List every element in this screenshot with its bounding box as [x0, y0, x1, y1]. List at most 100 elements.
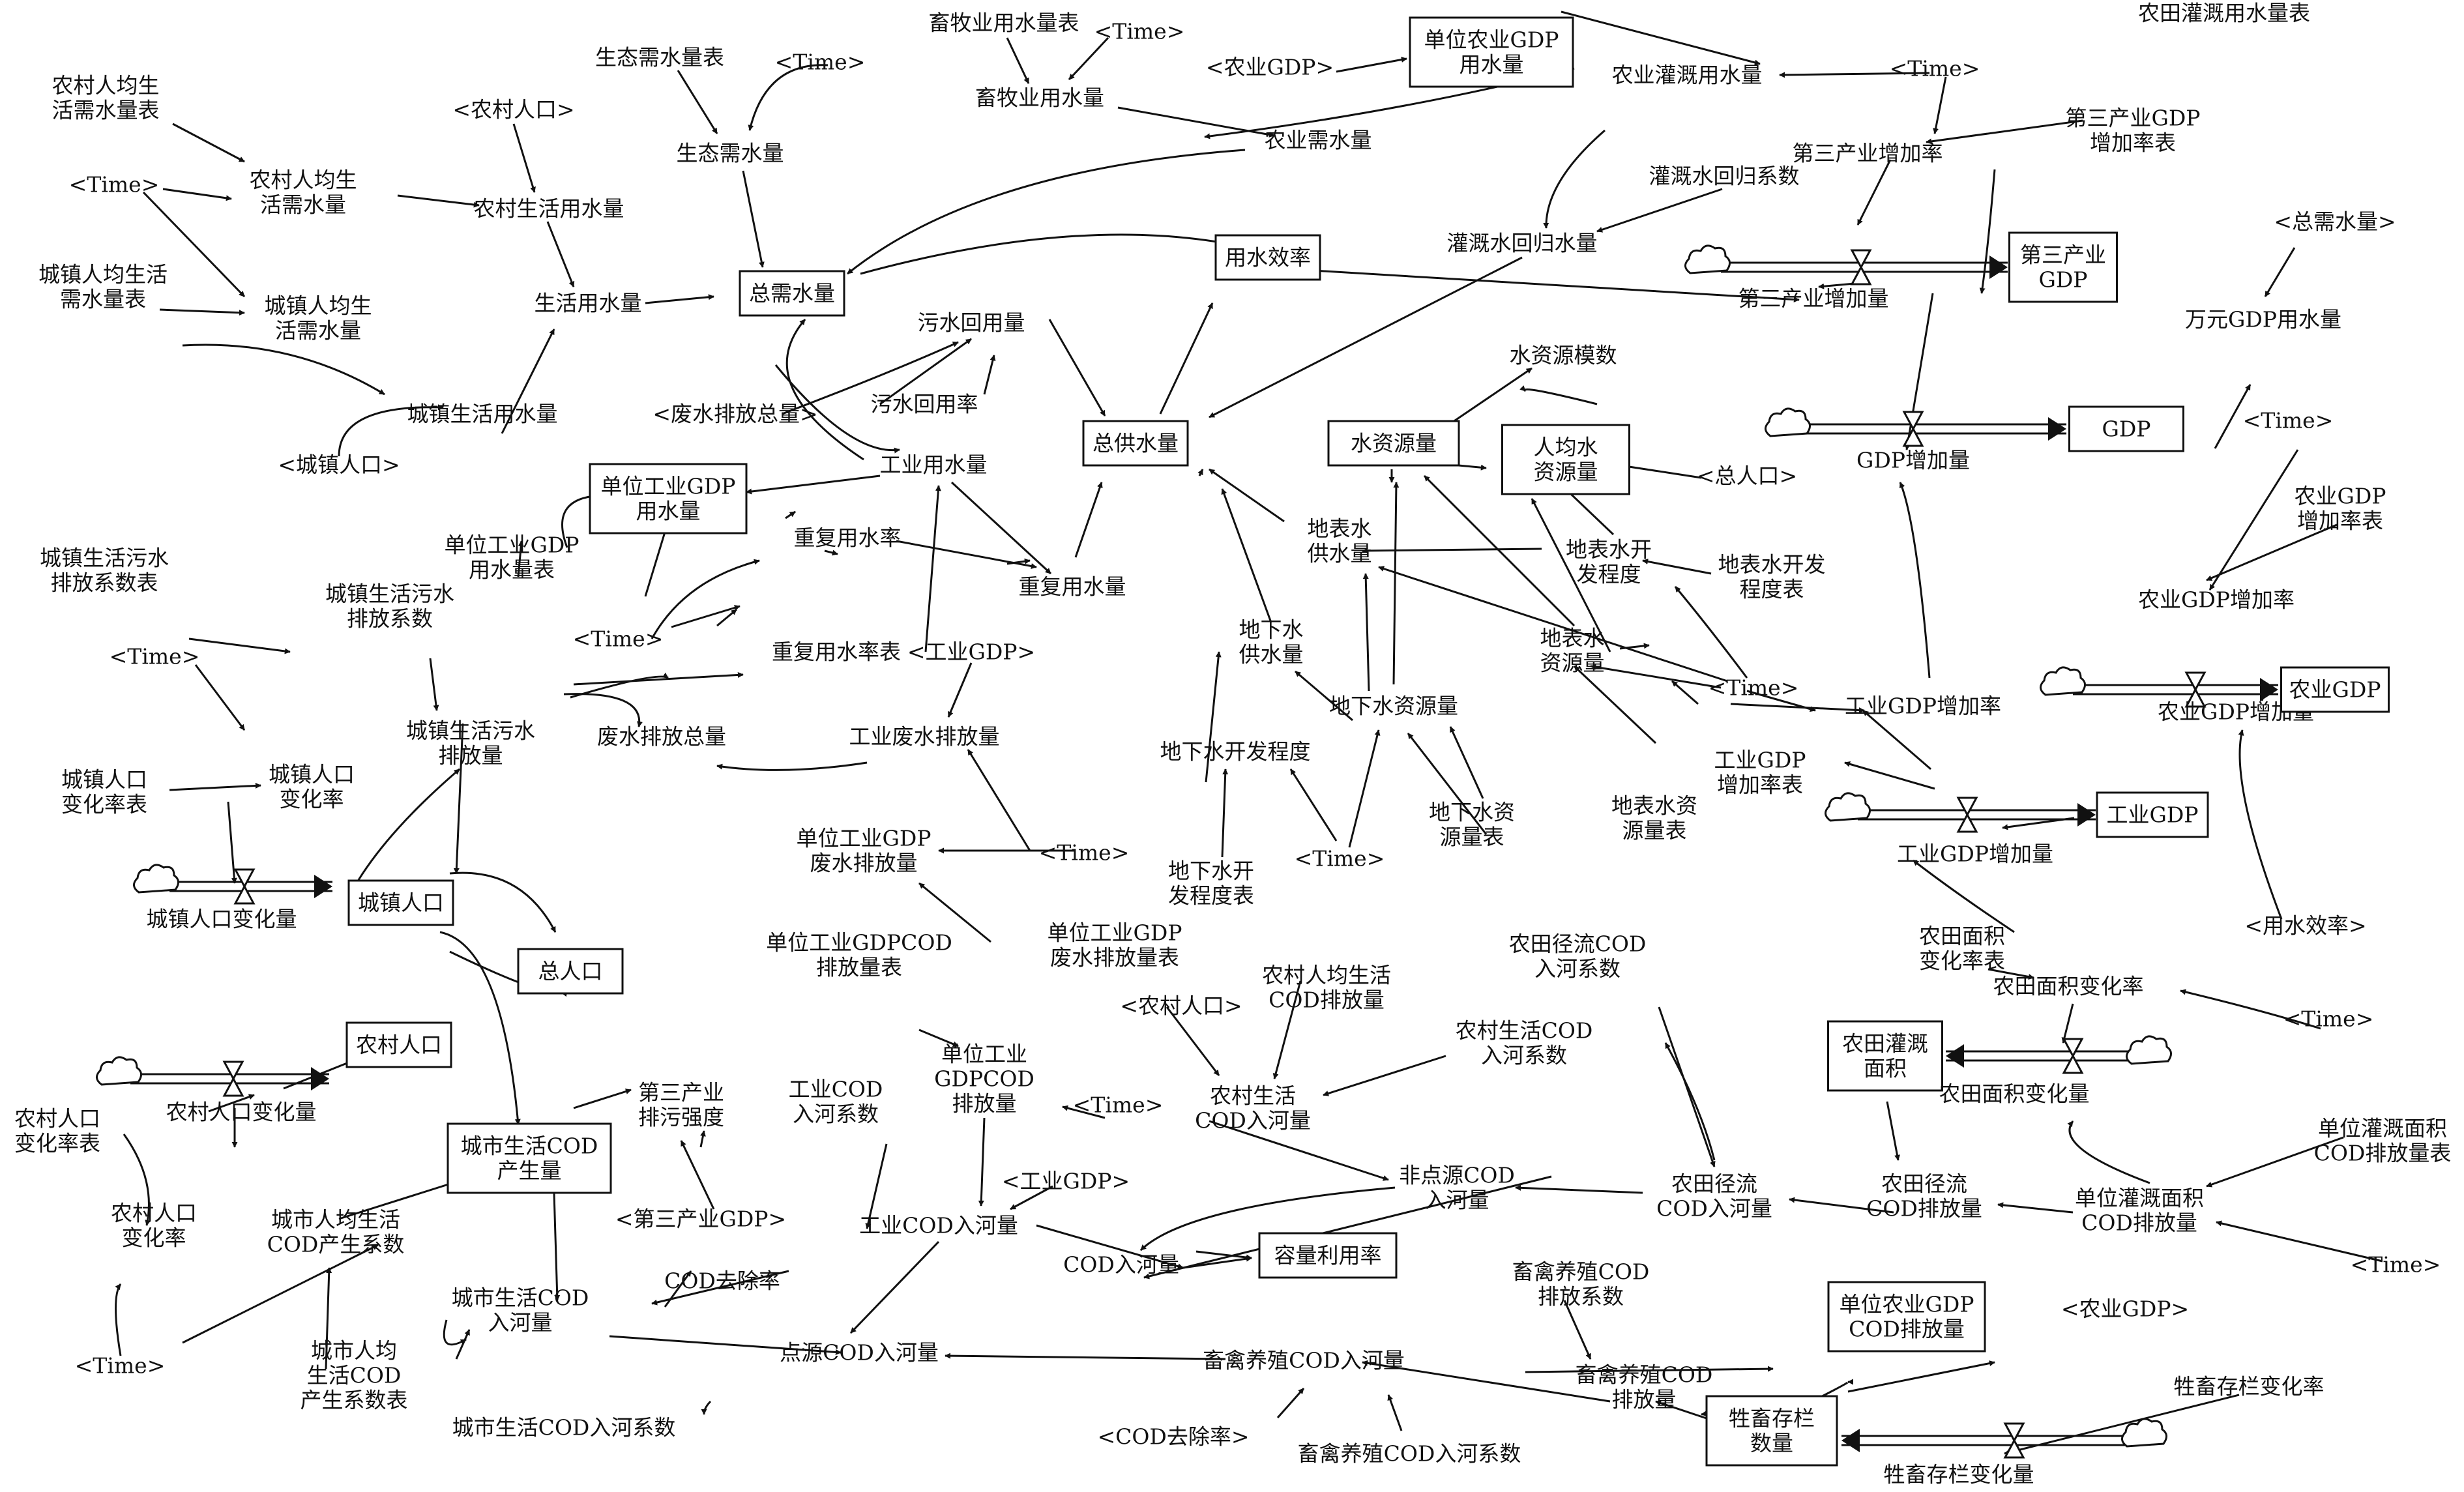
causal-link: [188, 637, 291, 654]
node-label: 地下水资源量: [1329, 694, 1458, 719]
node-time-d: <Time>: [2243, 408, 2334, 433]
causal-link: [338, 1178, 463, 1220]
node-label: 农村人均生活: [1262, 963, 1391, 988]
node-label: <Time>: [1073, 1092, 1164, 1118]
node-label: 农田灌溉: [1842, 1031, 1928, 1057]
node-label: 农村人口: [356, 1032, 442, 1058]
node-livestock-rate: 牲畜存栏变化率: [2174, 1374, 2325, 1399]
node-ind-flow: 工业GDP增加量: [1897, 841, 2053, 867]
node-label: 第三产业: [638, 1080, 724, 1105]
node-label: 单位灌溉面积: [2075, 1186, 2204, 1211]
node-label: 农村人口: [111, 1201, 197, 1226]
causal-link: [573, 1089, 632, 1109]
node-label: 农村人均生: [52, 73, 160, 98]
stock-box: [1827, 1281, 1986, 1353]
node-label: 农田径流: [1671, 1171, 1757, 1197]
causal-link: [1933, 76, 1947, 134]
node-label: <Time>: [1709, 675, 1799, 701]
node-label: 地表水开发: [1718, 552, 1826, 578]
node-label: 点源COD入河量: [780, 1340, 939, 1366]
causal-link: [746, 475, 881, 495]
node-agri-gdp-ref2: <农业GDP>: [2061, 1296, 2189, 1322]
node-label: 入河系数: [1534, 956, 1621, 982]
causal-link: [553, 1192, 561, 1301]
node-irr-return: 灌溉水回归水量: [1447, 231, 1598, 256]
stock-box: [345, 1021, 452, 1068]
node-shengtai: 生态需水量: [677, 141, 784, 166]
node-label: COD入河量: [1656, 1196, 1772, 1221]
node-livestock-cod: 畜禽养殖COD入河量: [1203, 1348, 1405, 1373]
causal-link: [1913, 859, 2015, 933]
node-label: 总人口: [538, 959, 603, 984]
node-point-cod: 点源COD入河量: [780, 1340, 939, 1366]
node-time-a: <Time>: [775, 50, 866, 75]
valve-icon: [2062, 1038, 2084, 1074]
causal-link: [142, 191, 246, 298]
node-label: 农村生活COD: [1456, 1018, 1593, 1044]
node-label: <Time>: [1295, 846, 1385, 871]
causal-link: [645, 294, 714, 304]
causal-link: [573, 671, 744, 686]
causal-link: [1886, 1101, 1900, 1161]
node-label: 重复用水量: [1019, 574, 1126, 600]
node-label: 工业GDP增加量: [1897, 841, 2053, 867]
node-label: 废水排放总量: [597, 724, 726, 750]
node-label: <总人口>: [1697, 463, 1797, 489]
node-label: 工业COD: [789, 1077, 883, 1102]
causal-link: [1139, 1186, 1396, 1251]
node-label: 农村人均生: [250, 168, 357, 193]
node-city-cod-coef: 城市生活COD入河系数: [452, 1415, 676, 1441]
node-label: <工业GDP>: [1002, 1169, 1130, 1194]
causal-link: [1195, 1250, 1252, 1261]
node-label: 农田面积变化量: [1939, 1081, 2090, 1107]
causal-link: [1926, 119, 2083, 145]
node-nongcun-pop-ref: <农村人口>: [452, 97, 574, 123]
node-label: 农田径流COD: [1509, 931, 1647, 957]
node-label: <Time>: [2243, 408, 2334, 433]
node-total-need: 总需水量: [739, 270, 845, 317]
node-label: 单位工业GDPCOD: [766, 930, 952, 956]
node-label: 变化率表: [61, 792, 147, 817]
node-label: 单位农业GDP: [1839, 1292, 1974, 1317]
causal-link: [517, 540, 524, 578]
causal-link: [208, 1094, 255, 1113]
node-label: 城镇生活用水量: [407, 402, 558, 427]
node-ind-rate: 工业GDP增加率: [1845, 694, 2001, 719]
node-label: 城镇人均生: [265, 293, 372, 319]
node-ind-water: 工业用水量: [880, 452, 988, 478]
causal-link: [512, 123, 536, 193]
node-label: 排污强度: [638, 1105, 724, 1130]
flow-arrowhead: [2077, 803, 2096, 826]
node-cz-flow: 城镇人口变化量: [147, 907, 297, 932]
causal-link: [2206, 1136, 2344, 1188]
node-shui-moshu: 水资源模数: [1510, 343, 1617, 368]
causal-link: [1519, 385, 1598, 405]
causal-link: [182, 1244, 379, 1344]
node-label: 单位工业GDP: [600, 474, 735, 499]
node-label: 排放量: [439, 743, 503, 768]
causal-link: [967, 749, 1031, 851]
cloud-icon: [96, 1056, 142, 1086]
causal-link: [1010, 1185, 1053, 1210]
causal-link: [443, 1319, 467, 1346]
causal-link: [2061, 1003, 2074, 1044]
node-label: COD排放量表: [2314, 1141, 2452, 1166]
node-label: 变化率: [280, 787, 344, 812]
node-label: <用水效率>: [2244, 913, 2366, 939]
causal-link: [1543, 129, 1606, 229]
node-label: <Time>: [2351, 1252, 2441, 1278]
node-label: 发程度表: [1168, 883, 1254, 909]
node-label: 供水量: [1308, 541, 1372, 566]
causal-link: [1387, 1394, 1403, 1431]
node-label: 发程度: [1577, 562, 1641, 587]
